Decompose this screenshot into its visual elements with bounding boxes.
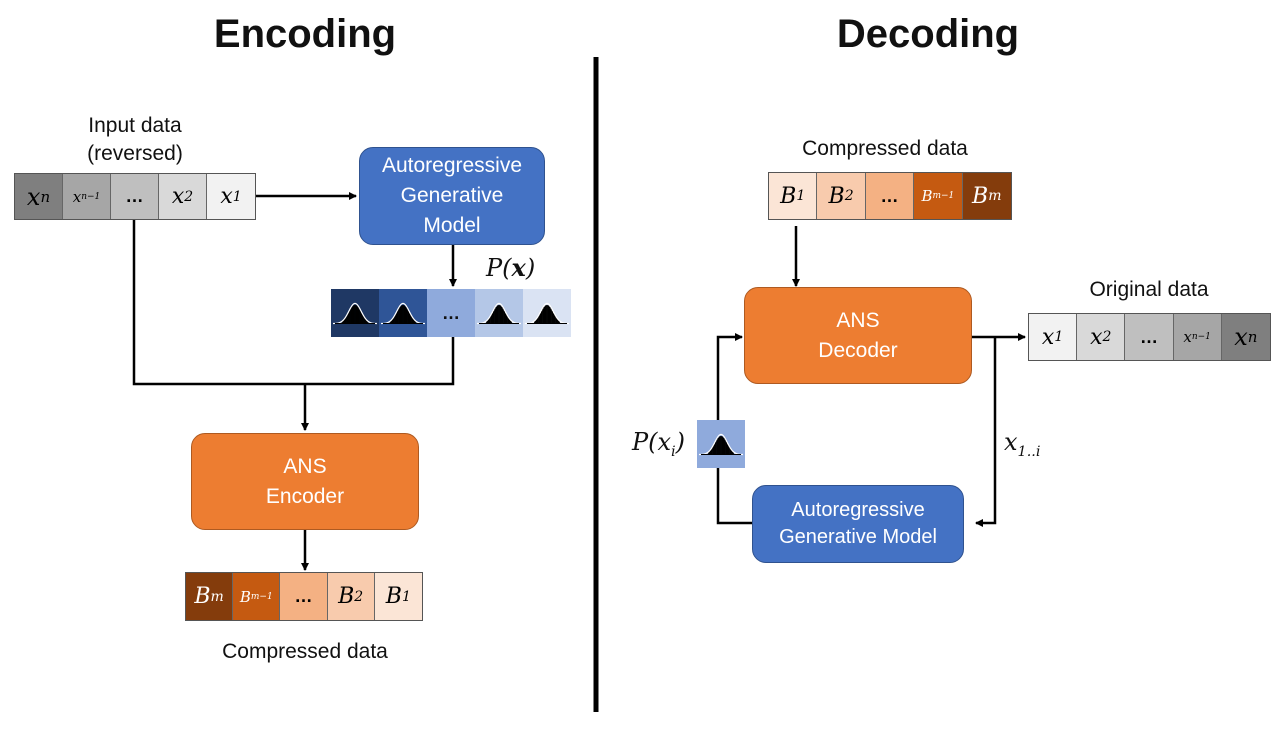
gaussian-icon	[524, 302, 570, 325]
gaussian-icon	[476, 302, 522, 325]
probability-strip: …	[331, 289, 571, 337]
model-to-prob-line	[716, 468, 752, 525]
encoding-title: Encoding	[213, 12, 397, 56]
probability-cell	[379, 289, 427, 337]
decoding-title: Decoding	[836, 12, 1020, 56]
prob-xi-label: P(xi)	[632, 428, 686, 460]
probability-cell	[475, 289, 523, 337]
feedback-x-label: x1..i	[1004, 428, 1041, 460]
prob-to-merge-line	[305, 337, 455, 386]
input-data-cell: …	[111, 174, 159, 219]
probability-cell: …	[427, 289, 475, 337]
input-data-label: Input data (reversed)	[87, 114, 183, 165]
prob-x-label: P(x)	[486, 253, 536, 282]
feedback-line	[975, 337, 997, 527]
compressed-output-label: Compressed data	[222, 640, 388, 663]
ans-decoder-box: ANS Decoder	[744, 287, 972, 384]
probability-cell	[523, 289, 571, 337]
probability-cell	[697, 420, 745, 468]
autoregressive-model-box: Autoregressive Generative Model	[359, 147, 545, 245]
original-data-cell: …	[1125, 314, 1174, 360]
gaussian-icon	[332, 302, 378, 325]
compressed-input-label: Compressed data	[802, 137, 968, 160]
gaussian-icon	[380, 302, 426, 325]
original-data-label: Original data	[1089, 278, 1209, 301]
compressed-input-cell: …	[865, 173, 915, 219]
prob-to-decoder-arrow	[716, 333, 743, 420]
input-to-merge-line	[132, 220, 305, 386]
probability-cell	[331, 289, 379, 337]
decoder-autoregressive-model-box: Autoregressive Generative Model	[752, 485, 964, 563]
gaussian-icon	[698, 433, 744, 456]
compressed-output-cell: …	[280, 573, 328, 620]
ans-encoder-box: ANS Encoder	[191, 433, 419, 530]
